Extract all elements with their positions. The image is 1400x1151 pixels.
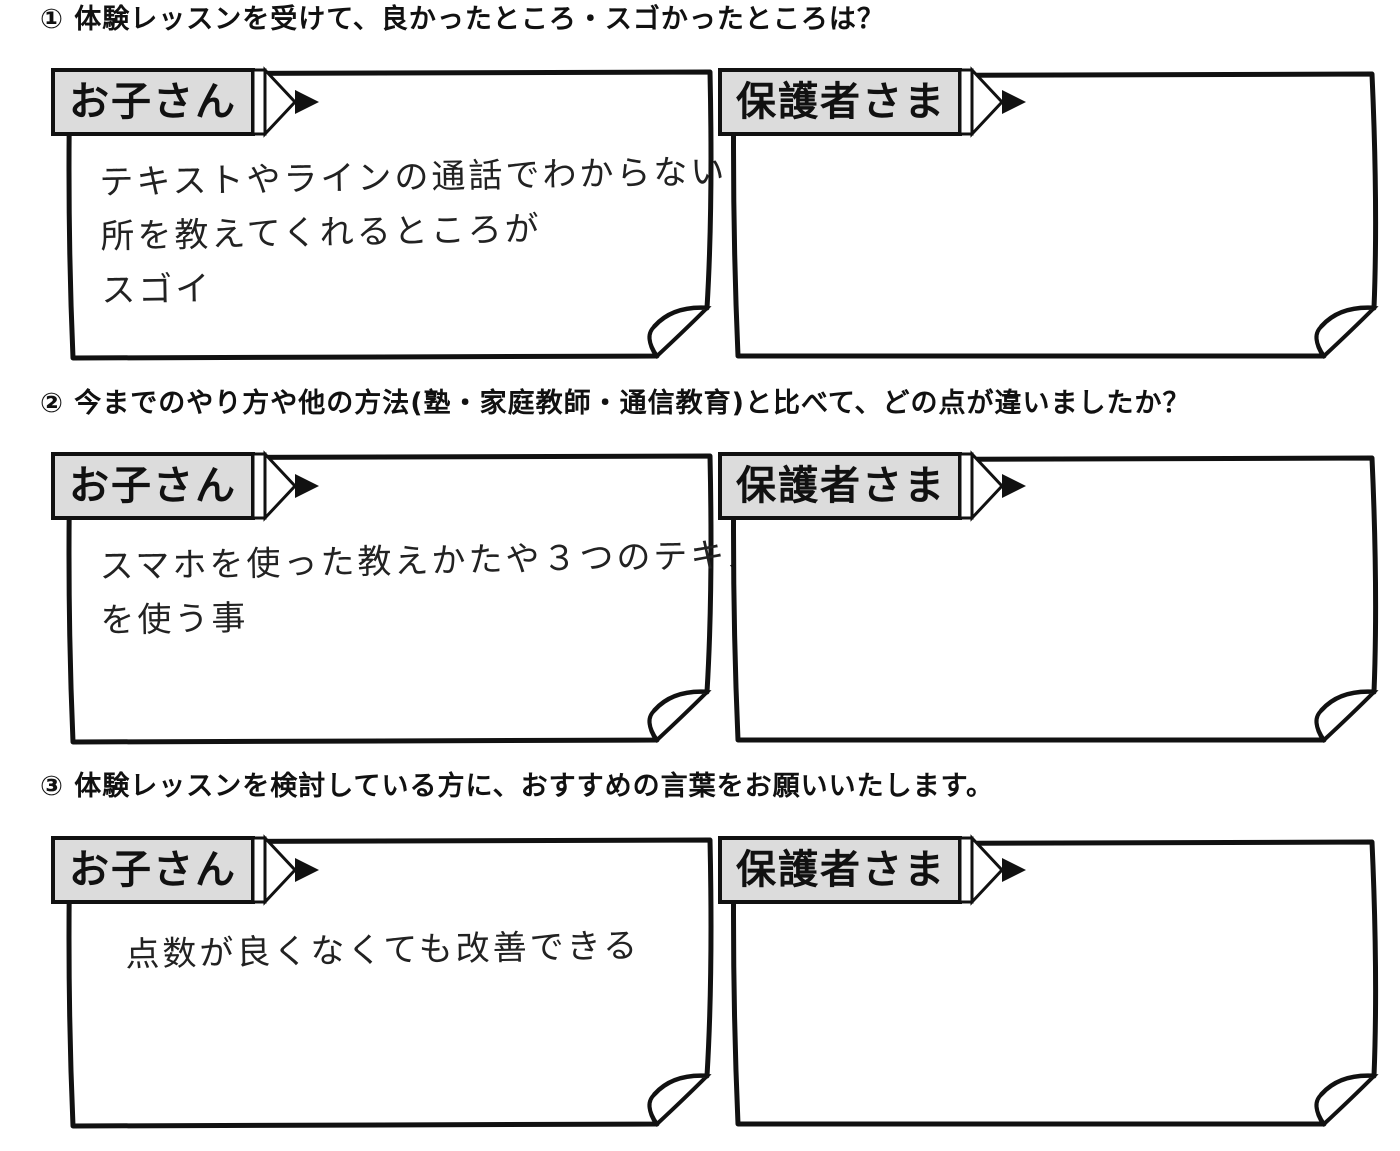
question-3-number: ③ — [40, 771, 64, 802]
question-2-parent-card: 保護者さま — [718, 450, 1382, 744]
pencil-tag-icon — [718, 450, 1026, 522]
question-1-child-answer: テキストやラインの通話でわからない 所を教えてくれるところが スゴイ — [99, 145, 730, 318]
question-1-child-card: お子さん テキストやラインの通話でわからない 所を教えてくれるところが スゴイ — [51, 66, 728, 361]
question-2-text: 今までのやり方や他の方法(塾・家庭教師・通信教育)と比べて、どの点が違いましたか… — [74, 388, 1191, 419]
page-curl-icon — [66, 837, 714, 1129]
answer-line: スゴイ — [101, 269, 213, 311]
pencil-tag-icon — [51, 66, 319, 138]
page-curl-icon — [66, 69, 714, 361]
question-3-text: 体験レッスンを検討している方に、おすすめの言葉をお願いいたします。 — [74, 771, 994, 802]
page-curl-icon — [731, 71, 1379, 360]
page-curl-icon — [731, 455, 1379, 744]
question-2-heading: ② 今までのやり方や他の方法(塾・家庭教師・通信教育)と比べて、どの点が違いまし… — [40, 386, 1191, 422]
pencil-tag-icon — [718, 66, 1026, 138]
pencil-tag-icon — [718, 834, 1026, 906]
answer-line: テキストやラインの通話でわからない — [99, 152, 728, 203]
parent-tag-label: 保護者さま — [736, 79, 946, 125]
question-1-parent-card: 保護者さま — [718, 66, 1382, 360]
page-curl-icon — [731, 839, 1379, 1128]
question-2-number: ② — [40, 388, 64, 419]
question-3-child-card: お子さん 点数が良くなくても改善できる — [51, 834, 715, 1129]
pencil-tag-icon — [51, 834, 319, 906]
question-2-child-card: お子さん スマホを使った教えかたや３つのテキスト を使う事 — [51, 450, 801, 745]
child-tag-label: お子さん — [69, 847, 237, 893]
question-1-heading: ① 体験レッスンを受けて、良かったところ・スゴかったところは？ — [40, 2, 885, 38]
pencil-tag-icon — [51, 450, 319, 522]
question-3-child-answer: 点数が良くなくても改善できる — [125, 919, 640, 982]
question-2-child-answer: スマホを使った教えかたや３つのテキスト を使う事 — [99, 528, 802, 648]
question-3-heading: ③ 体験レッスンを検討している方に、おすすめの言葉をお願いいたします。 — [40, 769, 994, 805]
child-tag-label: お子さん — [69, 79, 237, 125]
answer-line: 点数が良くなくても改善できる — [125, 926, 641, 975]
child-tag-label: お子さん — [69, 463, 237, 509]
parent-tag-label: 保護者さま — [736, 463, 946, 509]
question-1-text: 体験レッスンを受けて、良かったところ・スゴかったところは？ — [74, 4, 885, 35]
question-1-number: ① — [40, 4, 64, 35]
question-3-parent-card: 保護者さま — [718, 834, 1382, 1128]
parent-tag-label: 保護者さま — [736, 847, 946, 893]
page-curl-icon — [66, 453, 714, 745]
